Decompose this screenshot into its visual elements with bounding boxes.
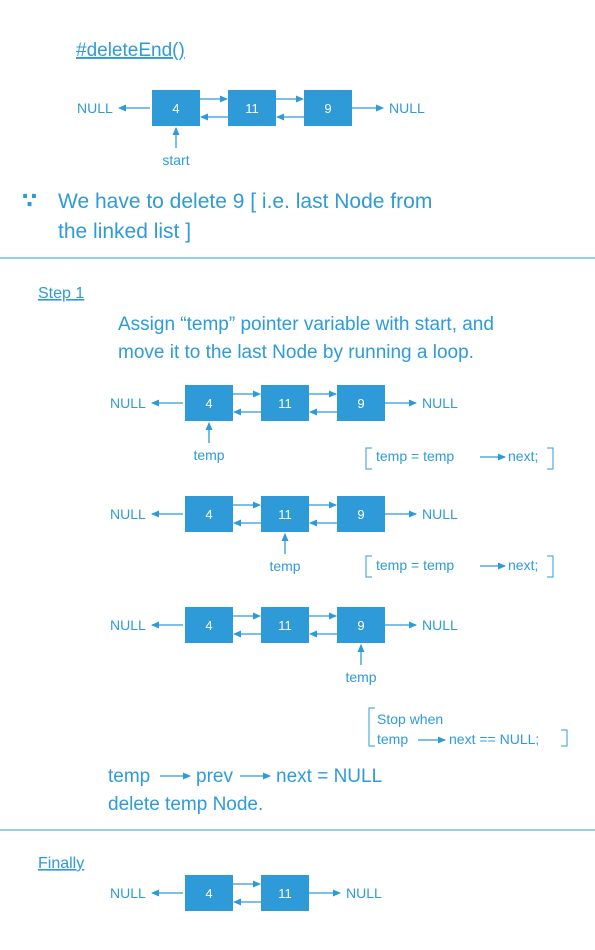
step1-diagram-2-null-right: NULL [422,506,458,522]
step1-list-temp-at-node-3: NULL 4 11 9 NULL temp [110,607,458,685]
step1-desc-line-2: move it to the last Node by running a lo… [118,342,474,363]
final-null-right: NULL [346,885,382,901]
initial-null-left: NULL [77,100,113,116]
note-2-text-2: next; [508,557,538,573]
step1-diagram-1-null-right: NULL [422,395,458,411]
step1-diagram-1-node-1 [185,385,233,421]
step1-diagram-3-pointer-label: temp [345,669,376,685]
note-2-text-1: temp = temp [376,557,454,573]
initial-linked-list: NULL 4 11 9 NULL start [77,90,425,168]
note-box-1: temp = temp next; [365,447,554,470]
step1-diagram-1-null-left: NULL [110,395,146,411]
step1-diagram-3-node-1 [185,607,233,643]
step1-diagram-1-node-2-value: 11 [278,396,292,411]
code-1-temp: temp [108,766,150,787]
note-1-text-2: next; [508,448,538,464]
final-null-left: NULL [110,885,146,901]
step1-diagram-1-node-2 [261,385,309,421]
final-node-2-value: 11 [278,886,292,901]
final-node-1-value: 4 [205,886,212,901]
step1-diagram-2-node-1 [185,496,233,532]
note-3-text-1: Stop when [377,711,443,727]
step1-list-temp-at-node-1: NULL 4 11 9 NULL temp [110,385,458,463]
initial-node-2-value: 11 [245,101,259,116]
step1-diagram-2-pointer-label: temp [269,558,300,574]
step1-diagram-3-node-2-value: 11 [278,618,292,633]
step1-diagram-1-pointer-label: temp [193,447,224,463]
final-linked-list: NULL 4 11 NULL [110,875,382,911]
step1-diagram-1-node-1-value: 4 [205,396,212,411]
step1-diagram-3-node-2 [261,607,309,643]
step1-diagram-1-node-3 [337,385,385,421]
step1-diagram-3-null-left: NULL [110,617,146,633]
code-1-prev: prev [196,766,233,787]
note-3-text-2: temp [377,731,408,747]
step1-diagram-3-node-1-value: 4 [205,618,212,633]
initial-node-2 [228,90,276,126]
step1-diagram-2-node-2 [261,496,309,532]
step1-list-temp-at-node-2: NULL 4 11 9 NULL temp [110,496,458,574]
intro-line-1: We have to delete 9 [ i.e. last Node fro… [58,190,432,213]
initial-node-3 [304,90,352,126]
code-1-next: next = NULL [276,766,382,787]
step1-diagram-2-null-left: NULL [110,506,146,522]
code-line-2: delete temp Node. [108,794,263,815]
initial-null-right: NULL [389,100,425,116]
finally-heading: Finally [38,855,84,872]
initial-node-1-value: 4 [172,101,179,116]
step1-diagram-2-node-1-value: 4 [205,507,212,522]
intro-line-2: the linked list ] [58,220,191,243]
note-3-text-3: next == NULL; [449,731,539,747]
final-node-2 [261,875,309,911]
step1-diagram-3-node-3-value: 9 [357,618,364,633]
page-title: #deleteEnd() [76,40,185,61]
step1-desc-line-1: Assign “temp” pointer variable with star… [118,314,494,335]
step1-diagram-2-node-3 [337,496,385,532]
note-box-3: Stop when temp next == NULL; [368,707,568,747]
step1-diagram-1-node-3-value: 9 [357,396,364,411]
step1-diagram-3-node-3 [337,607,385,643]
because-symbol: ∵ [22,188,37,213]
note-1-text-1: temp = temp [376,448,454,464]
step1-heading: Step 1 [38,285,84,302]
note-box-2: temp = temp next; [365,555,554,578]
initial-pointer-label: start [162,152,189,168]
step1-diagram-2-node-2-value: 11 [278,507,292,522]
step1-diagram-2-node-3-value: 9 [357,507,364,522]
step1-diagram-3-null-right: NULL [422,617,458,633]
final-node-1 [185,875,233,911]
code-line-1: temp prev next = NULL [108,766,382,787]
initial-node-3-value: 9 [324,101,331,116]
initial-node-1 [152,90,200,126]
